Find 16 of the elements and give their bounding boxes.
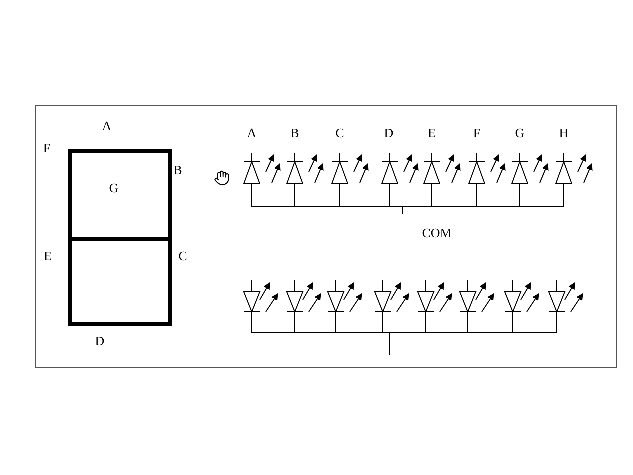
pin-label: F (473, 126, 481, 140)
pin-label: F (43, 142, 51, 154)
pin-label: E (428, 126, 436, 140)
pin-label: A (247, 126, 257, 140)
pin-label: A (102, 120, 112, 132)
pin-label: B (174, 164, 182, 176)
pin-label: G (109, 182, 119, 194)
pin-label: H (559, 126, 569, 140)
pin-label: C (178, 250, 188, 262)
pin-label: B (290, 126, 300, 140)
pin-label: D (384, 126, 394, 140)
pin-label: D (95, 334, 105, 348)
pin-label: COM (422, 226, 452, 240)
pin-label: G (515, 126, 525, 140)
pin-label: C (336, 126, 344, 140)
pin-label: E (44, 250, 52, 262)
